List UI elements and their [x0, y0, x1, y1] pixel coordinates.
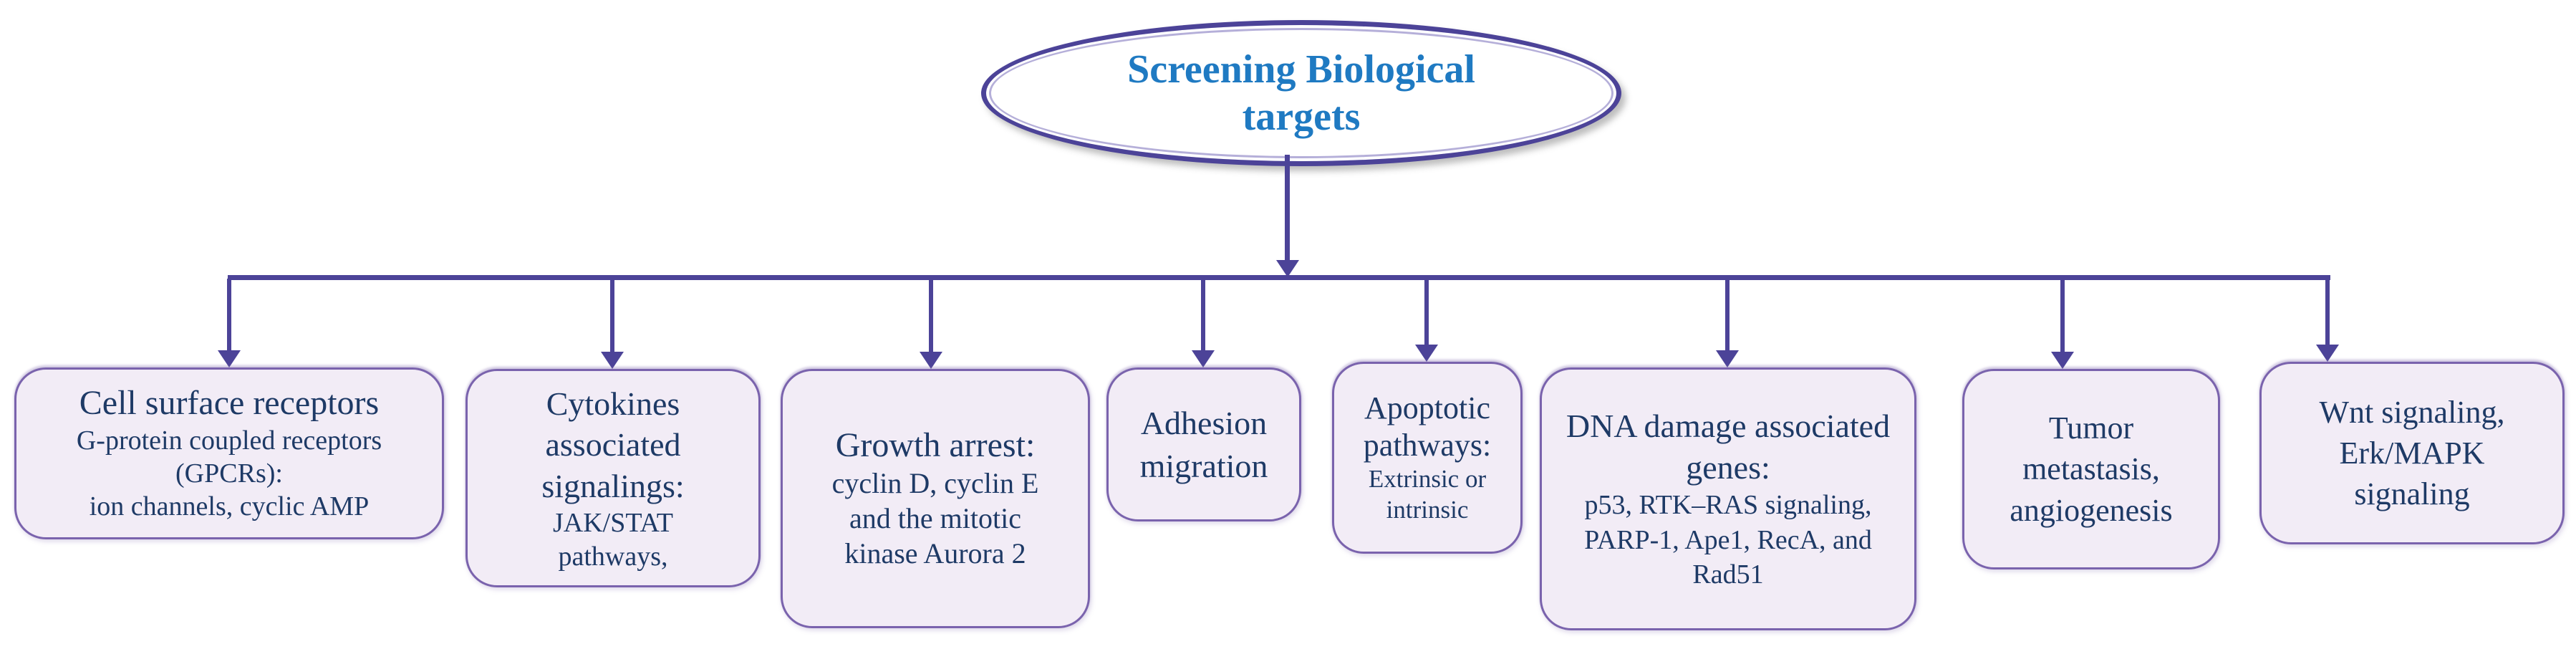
node-adhesion-migration: Adhesion migration: [1106, 367, 1301, 521]
connector-bus: [228, 275, 2330, 280]
arrowhead-icon: [1192, 350, 1215, 367]
node-apoptotic-pathways: Apoptotic pathways: Extrinsic or intrins…: [1332, 362, 1523, 554]
node-title: Cell surface receptors: [79, 384, 380, 423]
node-title: Wnt signaling, Erk/MAPK signaling: [2319, 394, 2505, 512]
node-cytokines-signalings: Cytokines associated signalings: JAK/STA…: [465, 369, 761, 587]
drop-line-8: [2325, 279, 2330, 346]
node-cell-surface-receptors: Cell surface receptors G-protein coupled…: [14, 367, 444, 539]
node-subtitle: G-protein coupled receptors (GPCRs):: [76, 425, 382, 489]
arrowhead-icon: [218, 350, 241, 367]
arrowhead-icon: [920, 352, 942, 369]
drop-line-2: [610, 279, 614, 353]
node-detail: cyclin D, cyclin E and the mitotic kinas…: [831, 467, 1039, 569]
drop-line-4: [1201, 279, 1205, 352]
node-title: Apoptotic pathways:: [1363, 390, 1492, 463]
arrowhead-icon: [2316, 345, 2339, 362]
node-dna-damage-genes: DNA damage associated genes: p53, RTK–RA…: [1540, 367, 1916, 630]
node-title: DNA damage associated genes:: [1566, 408, 1891, 486]
node-title: Cytokines associated signalings:: [541, 385, 685, 504]
arrowhead-icon: [1716, 350, 1739, 367]
node-detail: Extrinsic or intrinsic: [1368, 465, 1487, 524]
node-detail: JAK/STAT pathways,: [553, 508, 673, 572]
drop-line-6: [1725, 279, 1730, 352]
root-node-ellipse: Screening Biological targets: [981, 20, 1621, 166]
node-detail: p53, RTK–RAS signaling, PARP-1, Ape1, Re…: [1584, 490, 1872, 590]
node-detail: ion channels, cyclic AMP: [89, 491, 370, 522]
arrowhead-icon: [601, 352, 624, 369]
node-wnt-erk-signaling: Wnt signaling, Erk/MAPK signaling: [2259, 362, 2565, 544]
node-title: Growth arrest:: [835, 426, 1036, 465]
node-title: Tumor metastasis, angiogenesis: [2010, 410, 2173, 528]
arrowhead-icon: [1415, 345, 1438, 362]
drop-line-5: [1424, 279, 1429, 346]
drop-line-3: [929, 279, 933, 353]
node-title: Adhesion migration: [1139, 404, 1268, 484]
drop-line-1: [227, 279, 231, 352]
node-tumor-metastasis: Tumor metastasis, angiogenesis: [1962, 369, 2220, 569]
connector-trunk: [1285, 155, 1290, 261]
drop-line-7: [2060, 279, 2065, 353]
node-growth-arrest: Growth arrest: cyclin D, cyclin E and th…: [781, 369, 1090, 628]
root-node-label: Screening Biological targets: [1127, 47, 1475, 139]
arrowhead-icon: [2051, 352, 2074, 369]
arrowhead-icon: [1276, 260, 1299, 277]
